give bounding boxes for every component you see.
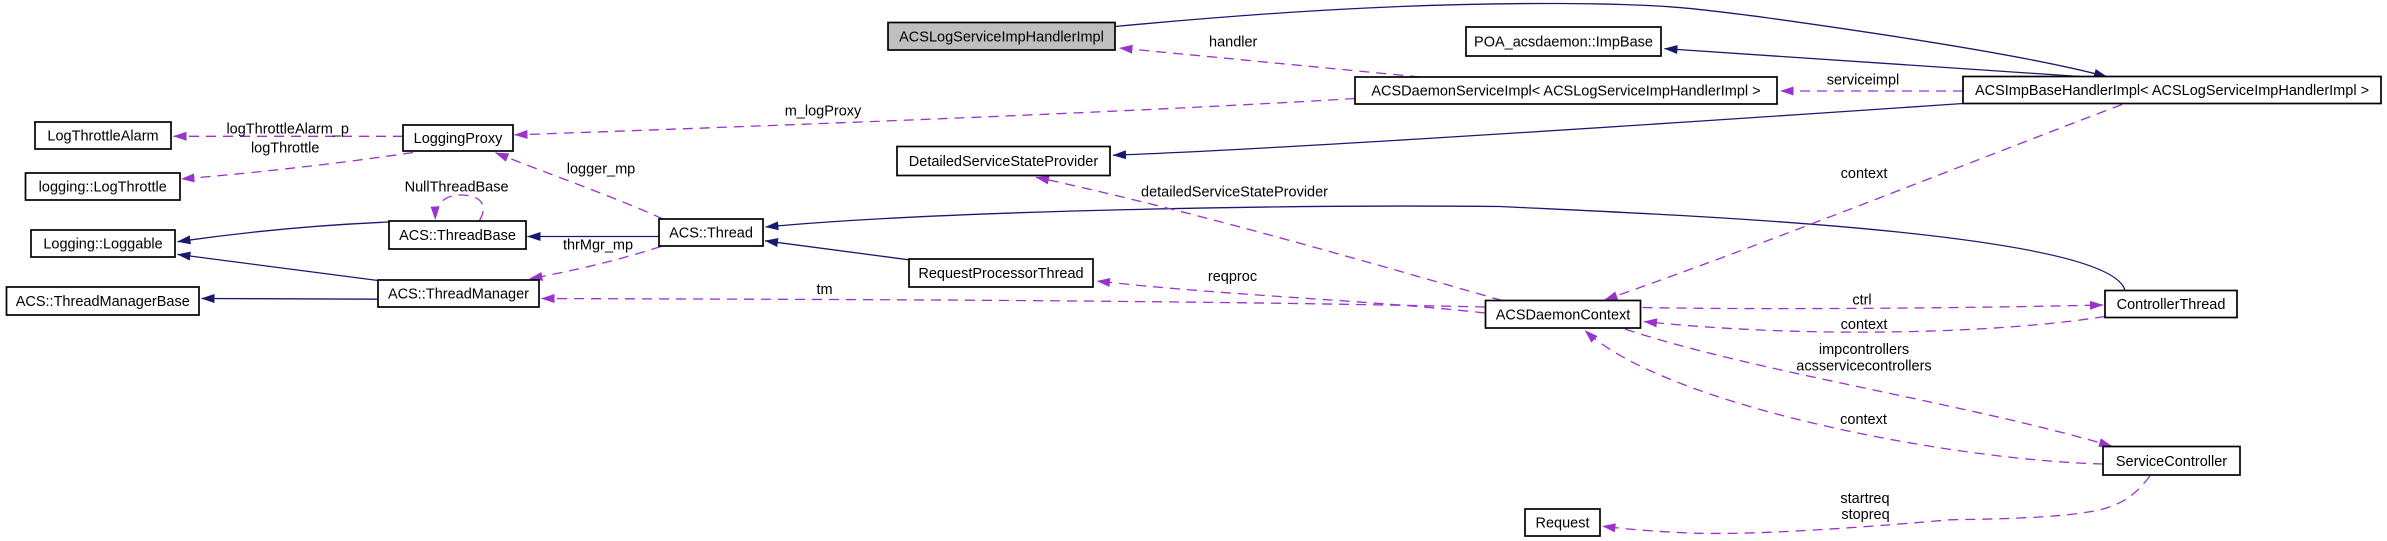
svg-text:ACSDaemonServiceImpl< ACSLogSe: ACSDaemonServiceImpl< ACSLogServiceImpHa… [1371, 84, 1760, 100]
svg-text:startreq: startreq [1840, 491, 1889, 507]
svg-text:detailedServiceStateProvider: detailedServiceStateProvider [1141, 185, 1328, 201]
svg-text:ACSImpBaseHandlerImpl< ACSLogS: ACSImpBaseHandlerImpl< ACSLogServiceImpH… [1975, 83, 2369, 99]
svg-text:logThrottleAlarm_p: logThrottleAlarm_p [226, 122, 349, 138]
svg-text:ControllerThread: ControllerThread [2117, 297, 2226, 313]
svg-text:acsservicecontrollers: acsservicecontrollers [1796, 358, 1931, 374]
svg-text:ACS::ThreadManagerBase: ACS::ThreadManagerBase [16, 294, 190, 310]
svg-text:ACSDaemonContext: ACSDaemonContext [1496, 308, 1631, 324]
svg-text:logThrottle: logThrottle [251, 141, 320, 157]
svg-text:ServiceController: ServiceController [2116, 454, 2227, 470]
svg-text:ACS::Thread: ACS::Thread [669, 226, 753, 242]
svg-text:m_logProxy: m_logProxy [785, 104, 862, 120]
svg-text:LogThrottleAlarm: LogThrottleAlarm [47, 129, 158, 145]
svg-text:logger_mp: logger_mp [567, 162, 636, 178]
svg-text:ACS::ThreadBase: ACS::ThreadBase [399, 228, 516, 244]
svg-text:NullThreadBase: NullThreadBase [405, 180, 509, 196]
svg-text:logging::LogThrottle: logging::LogThrottle [39, 180, 167, 196]
svg-text:reqproc: reqproc [1208, 269, 1257, 285]
svg-text:ACSLogServiceImpHandlerImpl: ACSLogServiceImpHandlerImpl [899, 30, 1104, 46]
svg-text:Logging::Loggable: Logging::Loggable [43, 237, 162, 253]
svg-text:stopreq: stopreq [1841, 507, 1889, 523]
svg-text:tm: tm [816, 282, 832, 298]
svg-text:thrMgr_mp: thrMgr_mp [563, 238, 633, 254]
svg-text:handler: handler [1209, 34, 1258, 50]
svg-text:ACS::ThreadManager: ACS::ThreadManager [388, 287, 529, 303]
svg-text:LoggingProxy: LoggingProxy [414, 131, 503, 147]
svg-text:RequestProcessorThread: RequestProcessorThread [918, 266, 1083, 282]
svg-text:impcontrollers: impcontrollers [1819, 342, 1909, 358]
svg-text:context: context [1841, 166, 1888, 182]
svg-text:POA_acsdaemon::ImpBase: POA_acsdaemon::ImpBase [1474, 35, 1653, 51]
svg-text:context: context [1840, 412, 1887, 428]
svg-text:Request: Request [1535, 516, 1589, 532]
svg-text:DetailedServiceStateProvider: DetailedServiceStateProvider [909, 154, 1099, 170]
svg-text:ctrl: ctrl [1852, 293, 1871, 309]
svg-text:context: context [1841, 317, 1888, 333]
svg-text:serviceimpl: serviceimpl [1827, 73, 1900, 89]
